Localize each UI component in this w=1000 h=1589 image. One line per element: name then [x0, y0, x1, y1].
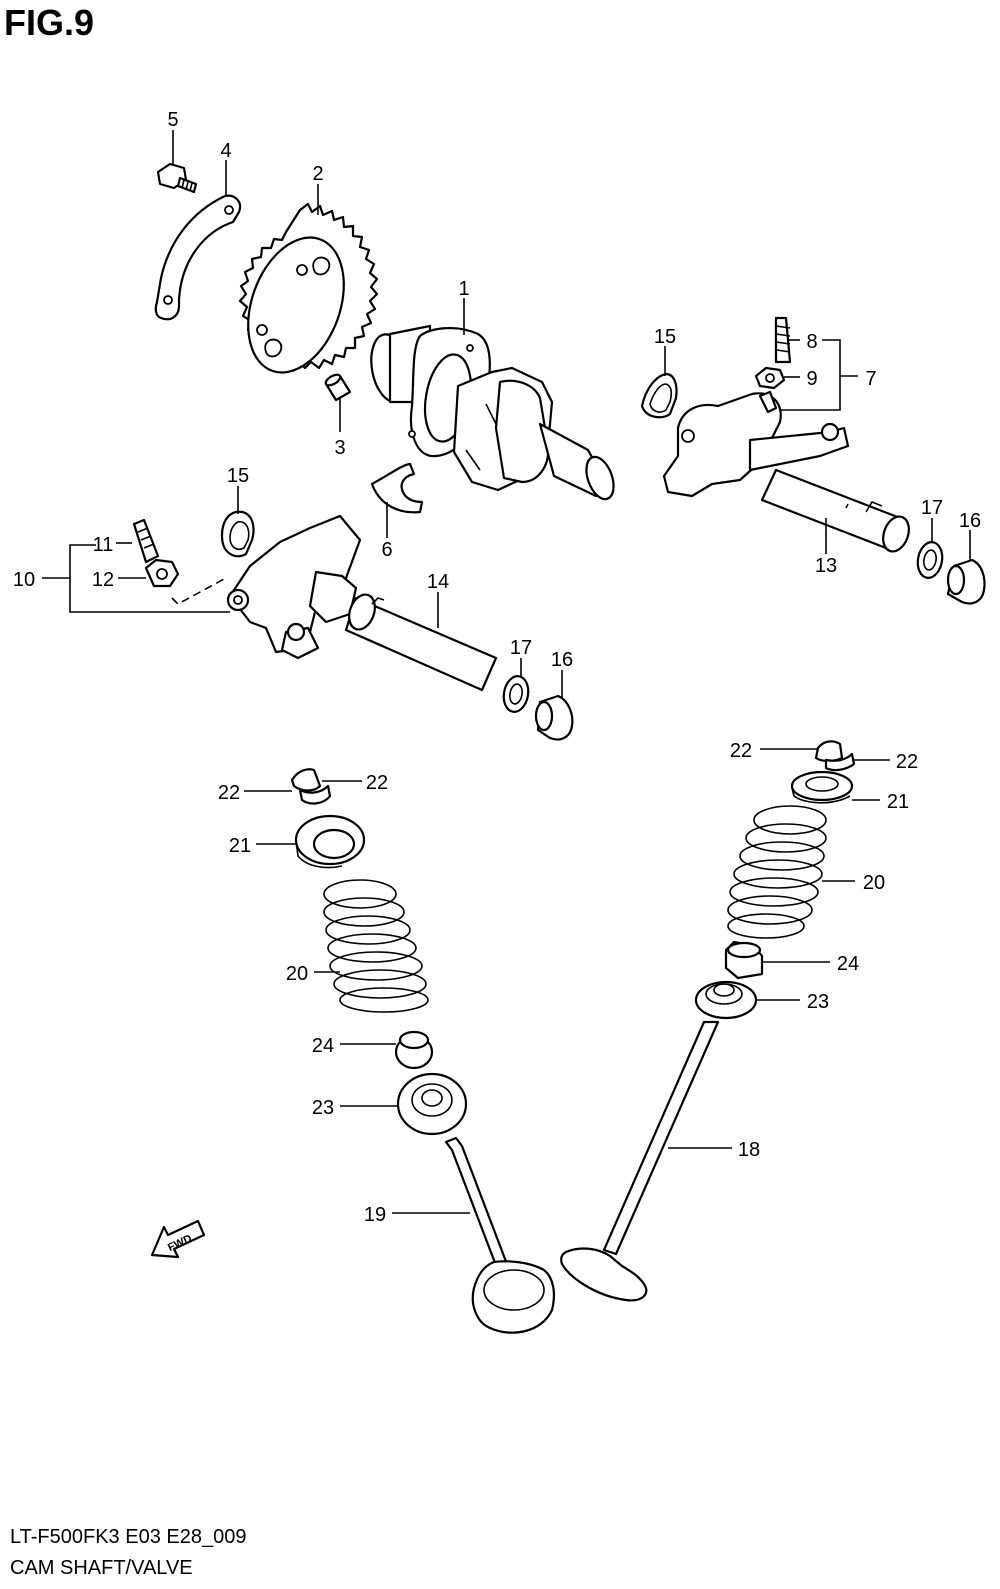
callout-4: 4 [220, 140, 231, 162]
callout-21-left: 21 [229, 835, 251, 857]
part-11-adjusting-screw-left [132, 518, 160, 564]
callout-22-left-b: 22 [366, 772, 388, 794]
callout-18: 18 [738, 1139, 760, 1161]
part-23-spring-seat-left [396, 1072, 468, 1136]
figure-title: FIG.9 [4, 2, 95, 43]
part-14-rocker-shaft-left [344, 593, 498, 692]
callout-3: 3 [334, 437, 345, 459]
callout-12: 12 [92, 569, 114, 591]
callout-22-right-a: 22 [730, 740, 752, 762]
callout-13: 13 [815, 555, 837, 577]
part-1-camshaft [370, 324, 615, 501]
callout-21-right: 21 [887, 791, 909, 813]
callout-16-right: 16 [959, 510, 981, 532]
part-22-cotter-right [814, 740, 856, 772]
figure-caption: CAM SHAFT/VALVE [10, 1557, 193, 1579]
part-15-o-ring-right [640, 372, 678, 419]
callout-labels: 5 4 2 3 1 6 15 8 9 7 13 17 16 15 11 12 1… [13, 109, 981, 1226]
leader-lines [42, 130, 971, 1214]
part-6-stopper-ring [370, 462, 424, 514]
part-16-plug-left [534, 694, 574, 741]
model-code: LT-F500FK3 E03 E28_009 [10, 1526, 247, 1548]
part-3-dowel-pin [324, 373, 352, 402]
part-24-stem-seal-right [724, 940, 764, 980]
fwd-direction-arrow: FWD [150, 1219, 206, 1259]
part-2-cam-sprocket [238, 202, 379, 374]
part-4-retainer-plate [154, 194, 242, 321]
callout-22-left-a: 22 [218, 782, 240, 804]
callout-5: 5 [167, 109, 178, 131]
callout-10: 10 [13, 569, 35, 591]
part-17-washer-left [502, 675, 530, 713]
callout-20-right: 20 [863, 872, 885, 894]
callout-7: 7 [865, 368, 876, 390]
part-24-stem-seal-left [394, 1030, 434, 1070]
part-20-spring-right [727, 805, 827, 939]
callout-11: 11 [93, 534, 114, 556]
callout-8: 8 [806, 331, 817, 353]
part-7-rocker-arm-right [662, 390, 850, 498]
callout-9: 9 [806, 368, 817, 390]
callout-16-left: 16 [551, 649, 573, 671]
callout-15-left: 15 [227, 465, 249, 487]
part-16-plug-right [946, 558, 986, 605]
part-15-o-ring-left [220, 510, 255, 558]
callout-14: 14 [427, 571, 449, 593]
callout-1: 1 [458, 278, 469, 300]
part-17-washer-right [916, 541, 944, 579]
part-5-bolt [156, 162, 198, 194]
callout-15-right: 15 [654, 326, 676, 348]
part-19-intake-valve [444, 1136, 555, 1334]
part-12-locknut-left [144, 558, 180, 588]
part-13-rocker-shaft-right [760, 468, 910, 553]
part-18-exhaust-valve [560, 1020, 720, 1302]
callout-6: 6 [381, 539, 392, 561]
callout-22-right-b: 22 [896, 751, 918, 773]
part-20-spring-left [323, 879, 429, 1013]
callout-23-right: 23 [807, 991, 829, 1013]
part-22-cotter-left [290, 768, 332, 805]
part-8-adjusting-screw [774, 316, 792, 364]
callout-23-left: 23 [312, 1097, 334, 1119]
part-9-locknut [754, 366, 786, 390]
callout-24-left: 24 [312, 1035, 334, 1057]
part-23-spring-seat-right [694, 980, 758, 1020]
callout-19: 19 [364, 1204, 386, 1226]
callout-17-right: 17 [921, 497, 943, 519]
part-21-retainer-right [790, 770, 854, 804]
callout-17-left: 17 [510, 637, 532, 659]
callout-24-right: 24 [837, 953, 859, 975]
callout-2: 2 [312, 163, 323, 185]
part-21-retainer-left [294, 814, 366, 869]
part-10-rocker-arm-left [226, 514, 362, 660]
callout-20-left: 20 [286, 963, 308, 985]
